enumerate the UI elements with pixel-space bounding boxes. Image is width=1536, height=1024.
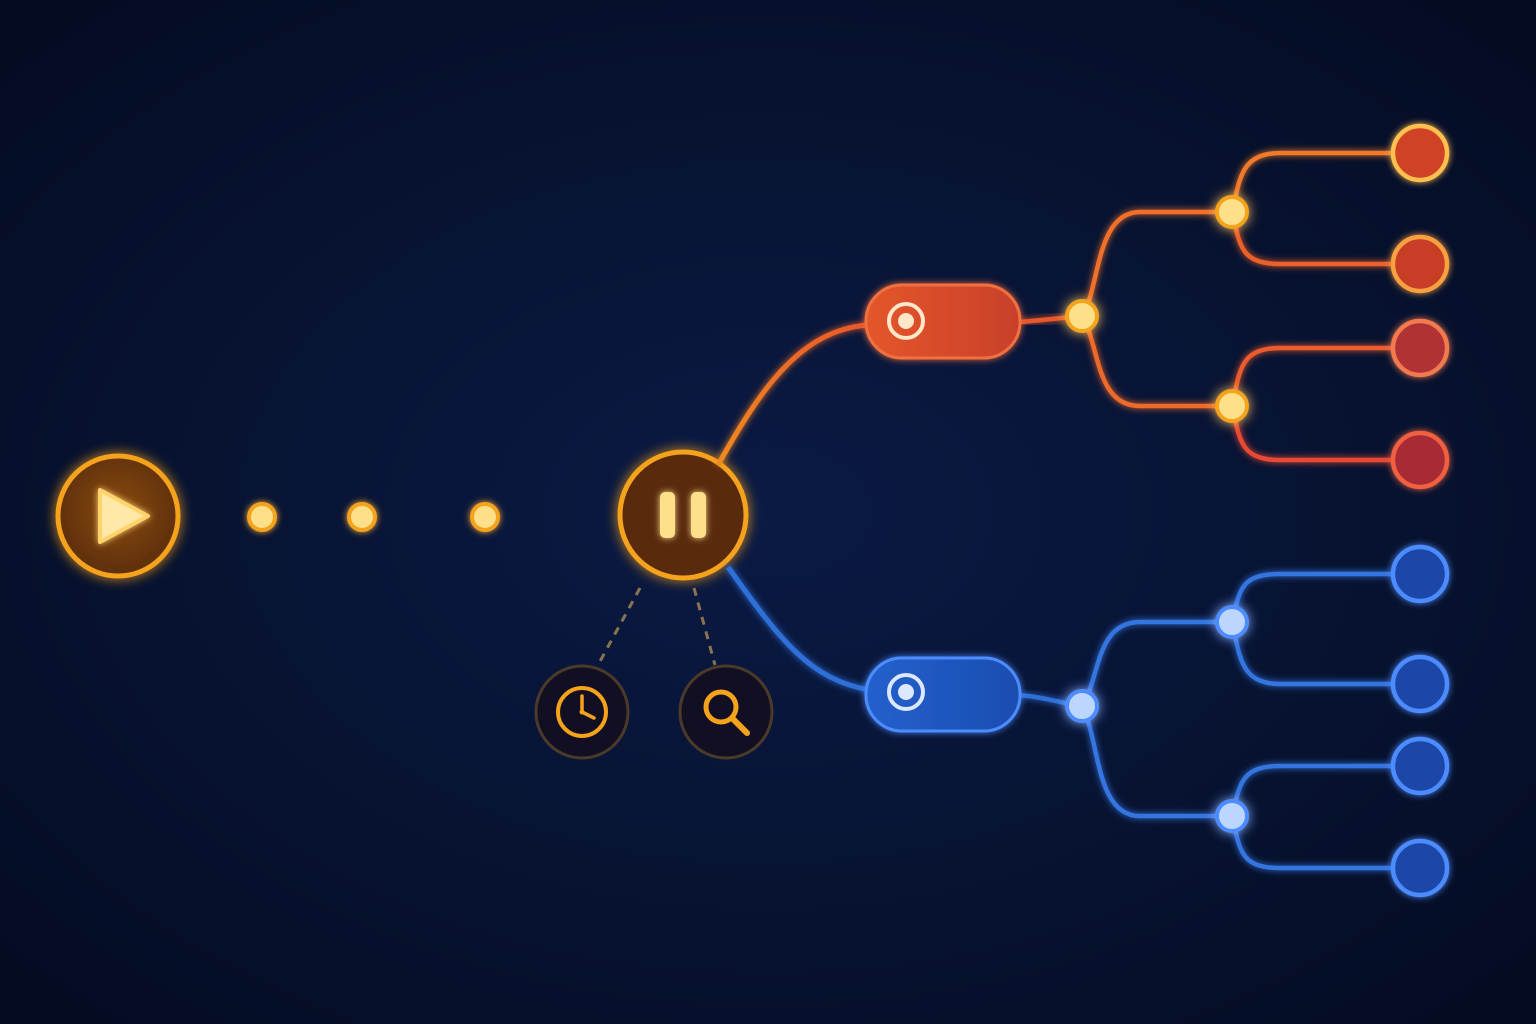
blue-branch-link <box>725 565 871 693</box>
red-leaf-node[interactable] <box>1390 430 1450 490</box>
blue-leaf-node[interactable] <box>1390 654 1450 714</box>
blue-leaf-node[interactable] <box>1390 736 1450 796</box>
target-icon <box>887 302 925 340</box>
red-leaf-node[interactable] <box>1390 318 1450 378</box>
red-junction[interactable] <box>1065 299 1099 333</box>
timeline-step[interactable] <box>470 502 500 532</box>
red-branch <box>864 123 1450 490</box>
history-connector <box>596 587 642 666</box>
blue-hub[interactable] <box>864 656 1022 733</box>
blue-junction[interactable] <box>1065 689 1099 723</box>
search-icon <box>703 689 750 736</box>
red-leaf-node[interactable] <box>1390 234 1450 294</box>
red-subjunction[interactable] <box>1215 195 1249 229</box>
timeline-step[interactable] <box>347 502 377 532</box>
blue-subjunction[interactable] <box>1215 799 1249 833</box>
play-button[interactable] <box>55 453 181 579</box>
red-subjunction[interactable] <box>1215 389 1249 423</box>
timeline-step[interactable] <box>247 502 277 532</box>
red-branch-link <box>715 322 869 467</box>
history-button[interactable] <box>534 664 630 760</box>
blue-leaf-node[interactable] <box>1390 544 1450 604</box>
pause-icon <box>660 492 706 538</box>
clock-icon <box>556 686 608 738</box>
blue-leaf-node[interactable] <box>1390 838 1450 898</box>
target-icon <box>887 673 925 711</box>
timeline <box>180 502 620 532</box>
red-hub[interactable] <box>864 283 1022 360</box>
inspect-connector <box>692 587 717 666</box>
pause-button[interactable] <box>617 449 749 581</box>
play-icon <box>98 488 150 544</box>
blue-subjunction[interactable] <box>1215 605 1249 639</box>
blue-branch <box>864 544 1450 898</box>
red-leaf-node[interactable] <box>1390 123 1450 183</box>
inspect-button[interactable] <box>678 664 774 760</box>
